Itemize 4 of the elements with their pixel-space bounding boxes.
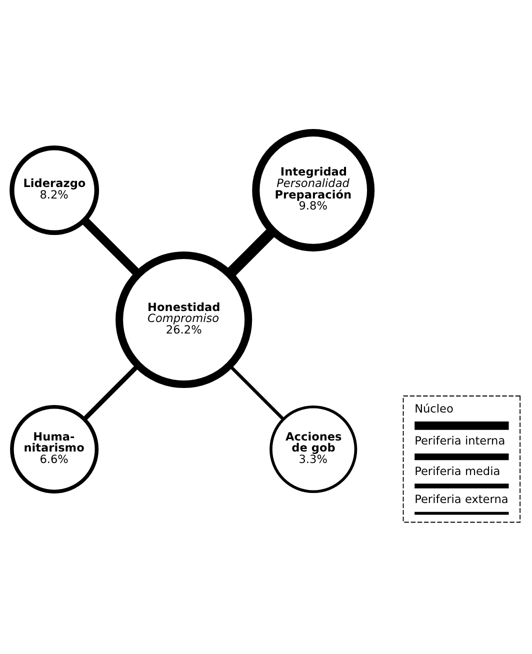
legend-label: Periferia interna [414,434,506,448]
legend-label: Núcleo [414,402,454,416]
legend-label: Periferia externa [414,492,508,506]
legend-label: Periferia media [414,464,500,478]
